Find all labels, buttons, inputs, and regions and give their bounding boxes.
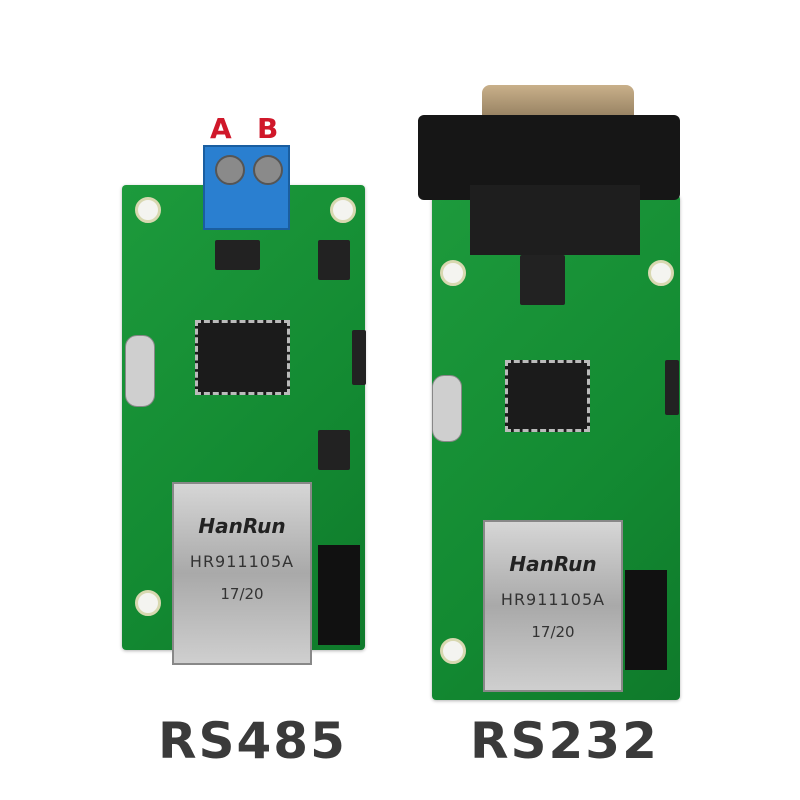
terminal-block	[203, 145, 290, 230]
mounting-hole	[648, 260, 674, 286]
terminal-label-b: B	[257, 112, 279, 145]
terminal-label-a: A	[210, 112, 232, 145]
dc-jack	[625, 570, 667, 670]
regulator	[318, 240, 350, 280]
mounting-hole	[440, 260, 466, 286]
header-pins	[665, 360, 679, 415]
mounting-hole	[135, 590, 161, 616]
jack-model: HR911105A	[500, 590, 606, 609]
rj45-jack: HanRun HR911105A 17/20	[172, 482, 312, 665]
crystal	[432, 375, 462, 442]
rj45-jack: HanRun HR911105A 17/20	[483, 520, 623, 692]
header-pins	[352, 330, 366, 385]
mounting-hole	[440, 638, 466, 664]
jack-date: 17/20	[220, 585, 264, 603]
component	[318, 430, 350, 470]
mounting-hole	[330, 197, 356, 223]
db9-body	[470, 185, 640, 255]
caption-rs485: RS485	[158, 712, 347, 770]
jack-brand: HanRun	[509, 552, 597, 576]
caption-rs232: RS232	[470, 712, 659, 770]
dc-jack	[318, 545, 360, 645]
ic	[520, 255, 565, 305]
crystal	[125, 335, 155, 407]
jack-date: 17/20	[531, 623, 575, 641]
mounting-hole	[135, 197, 161, 223]
ic	[215, 240, 260, 270]
jack-model: HR911105A	[189, 552, 295, 571]
main-chip	[505, 360, 590, 432]
jack-brand: HanRun	[198, 514, 286, 538]
main-chip	[195, 320, 290, 395]
